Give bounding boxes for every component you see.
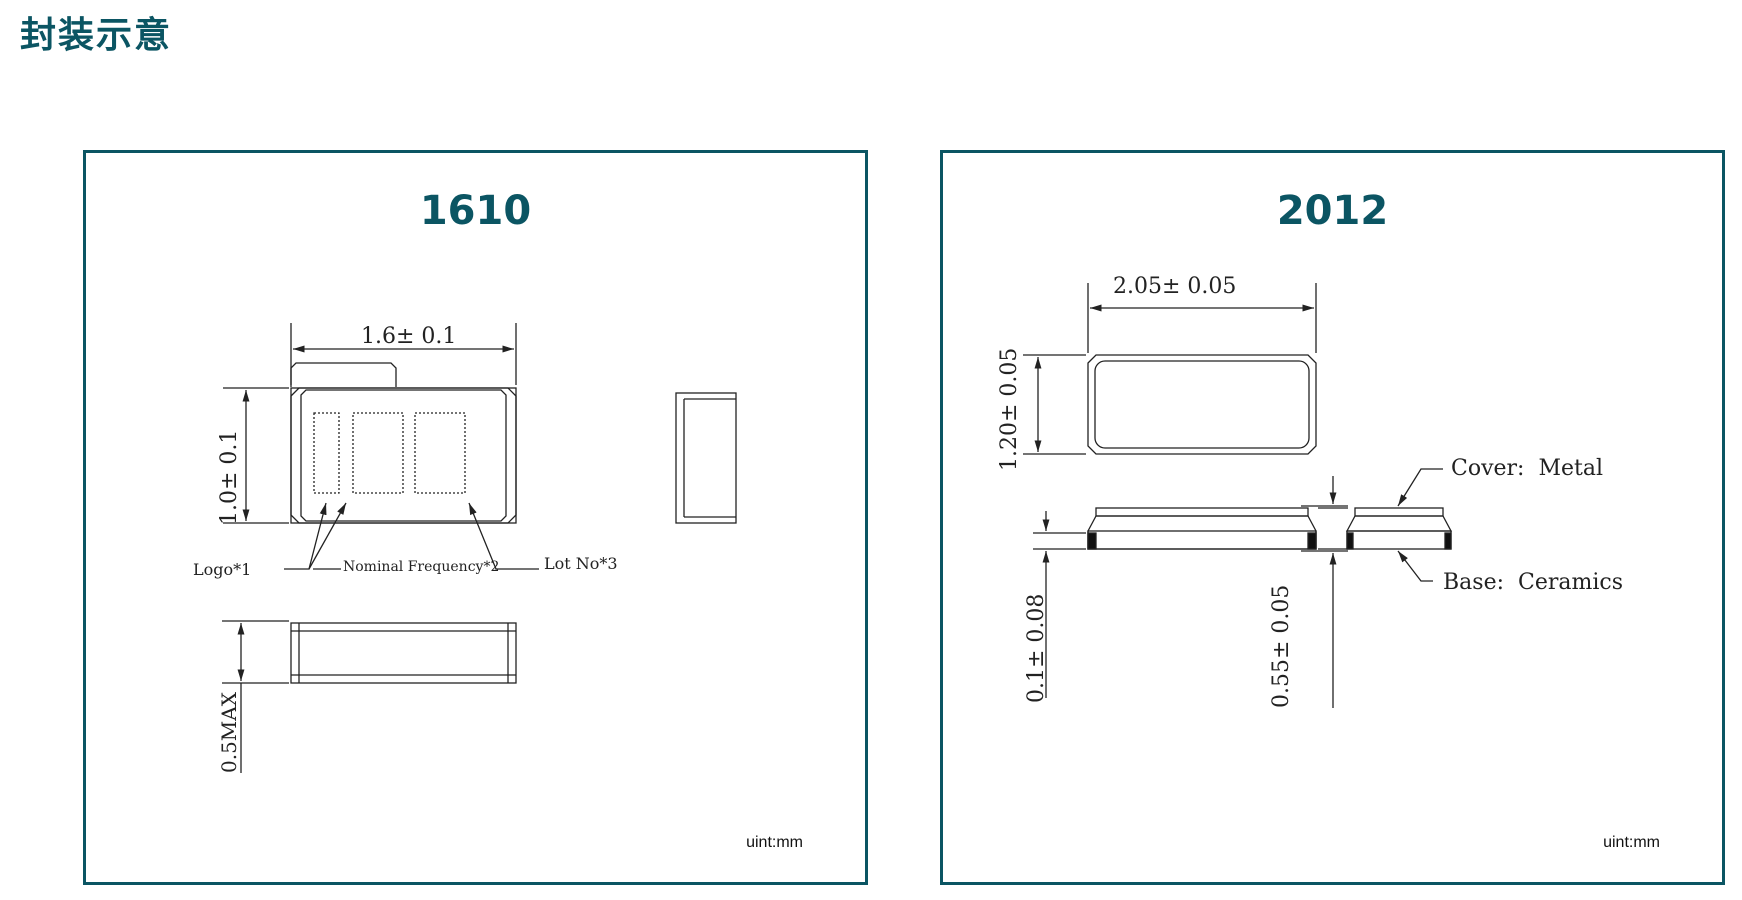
top-view-outline (290, 362, 397, 387)
front-view-body (1087, 515, 1317, 550)
base-callout: Base: Ceramics (1443, 570, 1623, 595)
package-panel-2012: 2012 (940, 150, 1725, 885)
unit-label: uint:mm (1603, 834, 1660, 851)
logo-mark-area (313, 412, 340, 494)
side-view-cover (1354, 507, 1444, 517)
frequency-mark-area (352, 412, 404, 494)
lot-callout: Lot No*3 (544, 554, 618, 573)
lot-leader (468, 502, 539, 570)
cover-leader (1397, 468, 1443, 507)
top-view-inner (300, 389, 507, 522)
thickness-dimension-label: 0.55± 0.05 (1269, 585, 1294, 708)
height-dimension-label: 1.20± 0.05 (997, 348, 1022, 471)
panel-title: 2012 (1276, 188, 1389, 234)
gap-dimension-label: 0.1± 0.08 (1024, 594, 1049, 703)
base-leader (1397, 550, 1433, 582)
width-dimension-label: 2.05± 0.05 (1113, 274, 1236, 299)
height-dimension-label: 1.0± 0.1 (217, 430, 242, 525)
front-view-body (290, 622, 517, 684)
top-view-outer (1087, 354, 1317, 455)
right-terminal (1307, 532, 1317, 550)
logo-callout: Logo*1 (193, 560, 251, 579)
side-view-body (675, 392, 737, 524)
logo-leader (284, 502, 327, 570)
thickness-dimension-label: 0.5MAX (217, 691, 241, 773)
frequency-leader-a (308, 502, 347, 570)
package-panel-1610: 1610 (83, 150, 868, 885)
side-view-base (1346, 530, 1452, 550)
cover-callout: Cover: Metal (1451, 456, 1603, 481)
front-view-cover (1095, 507, 1309, 517)
lot-mark-area (414, 412, 466, 494)
package-drawing-2012: 2.05± 0.05 1.20± 0.05 0.1± 0.08 0.55± 0.… (997, 274, 1623, 708)
front-view-base (1087, 530, 1317, 550)
panel-title: 1610 (419, 188, 532, 234)
width-dimension-label: 1.6± 0.1 (361, 324, 456, 349)
package-drawing-1610: 1.6± 0.1 1.0± 0.1 0.5MAX Logo*1 Nominal … (193, 323, 737, 773)
frequency-callout: Nominal Frequency*2 (343, 559, 499, 575)
top-view-inner (1094, 360, 1310, 449)
top-view-outer-chamfer (290, 387, 517, 524)
page-title: 封装示意 (20, 15, 173, 56)
side-view-body (1345, 515, 1453, 532)
unit-label: uint:mm (746, 834, 803, 851)
left-terminal (1087, 532, 1097, 550)
